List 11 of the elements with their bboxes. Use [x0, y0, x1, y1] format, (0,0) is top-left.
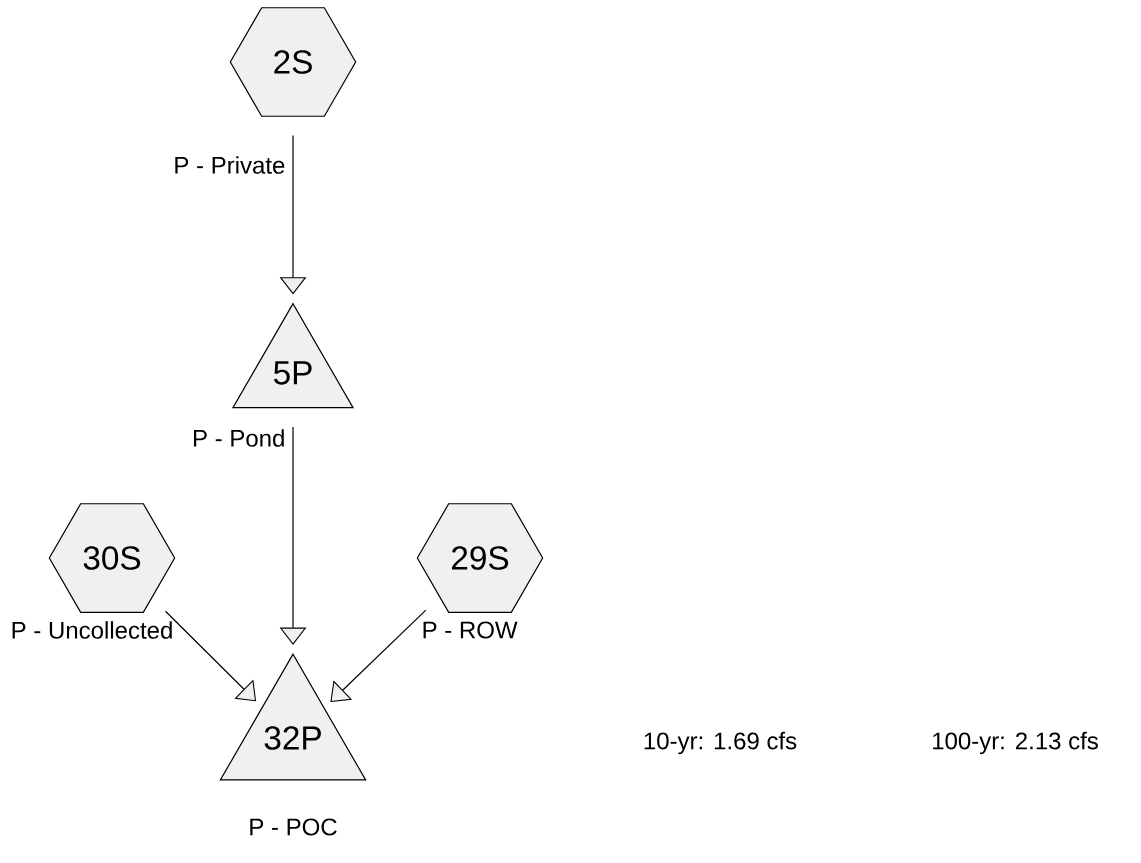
hexagon-node: 30S	[48, 503, 176, 613]
node-caption: P - ROW	[423, 621, 518, 639]
hexagon-node: 2S	[229, 7, 357, 117]
node-caption: P - POC	[250, 818, 337, 836]
node-caption: P - Pond	[194, 429, 284, 447]
node-caption: P - Private	[175, 156, 285, 174]
flow-rate-label: 10-yr: 1.69 cfs	[644, 731, 797, 755]
flow-rate-label: 100-yr: 2.13 cfs	[933, 731, 1098, 755]
node-caption: P - Uncollected	[12, 621, 172, 639]
arrow	[164, 610, 257, 702]
hexagon-node: 29S	[416, 503, 544, 613]
